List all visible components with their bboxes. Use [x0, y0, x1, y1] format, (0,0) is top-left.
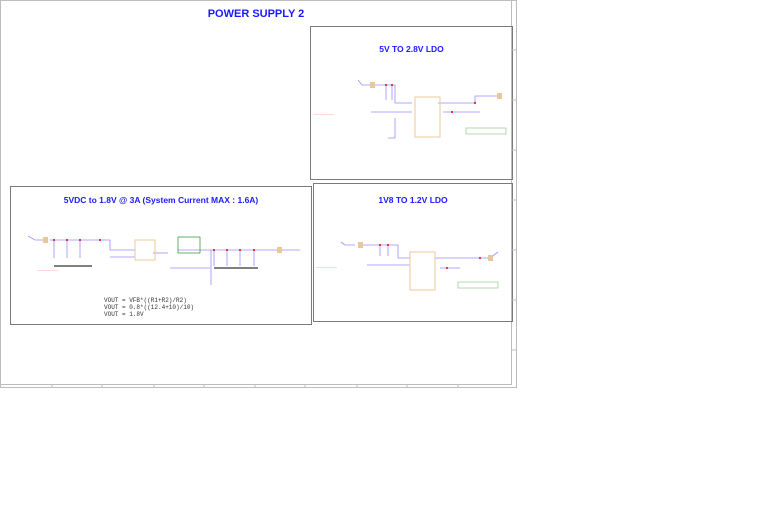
equation-2: VOUT = 0.8*((12.4+10)/10)	[104, 304, 195, 311]
ldo-2v8-title: 5V TO 2.8V LDO	[379, 44, 444, 54]
page-title: POWER SUPPLY 2	[207, 8, 305, 20]
ldo-2v8-wires	[357, 79, 500, 139]
sheet-border	[0, 0, 517, 388]
ldo-2v8-ic	[414, 96, 441, 138]
net-label: ———————	[313, 112, 334, 116]
ldo-1v2-wires	[340, 241, 499, 269]
buck-1v8-title: 5VDC to 1.8V @ 3A (System Current MAX : …	[63, 195, 259, 205]
ldo-1v2-title: 1V8 TO 1.2V LDO	[378, 195, 448, 205]
equation-3: VOUT = 1.8V	[104, 311, 144, 318]
ldo-2v8-block: 5V TO 2.8V LDO	[310, 26, 513, 180]
ldo-1v2-block: 1V8 TO 1.2V LDO	[313, 183, 513, 322]
sheet-inner-border	[0, 0, 512, 385]
frame-ticks	[51, 49, 517, 388]
svg-text:———————: ———————	[37, 268, 58, 272]
vout-equations: VOUT = VFB*((R1+R2)/R2)VOUT = 0.8*((12.4…	[104, 297, 194, 318]
buck-wires	[27, 235, 300, 285]
ferrite	[370, 82, 375, 88]
equation-1: VOUT = VFB*((R1+R2)/R2)	[104, 297, 187, 304]
svg-text:———————: ———————	[316, 265, 337, 269]
buck-1v8-block: 5VDC to 1.8V @ 3A (System Current MAX : …	[10, 186, 312, 325]
